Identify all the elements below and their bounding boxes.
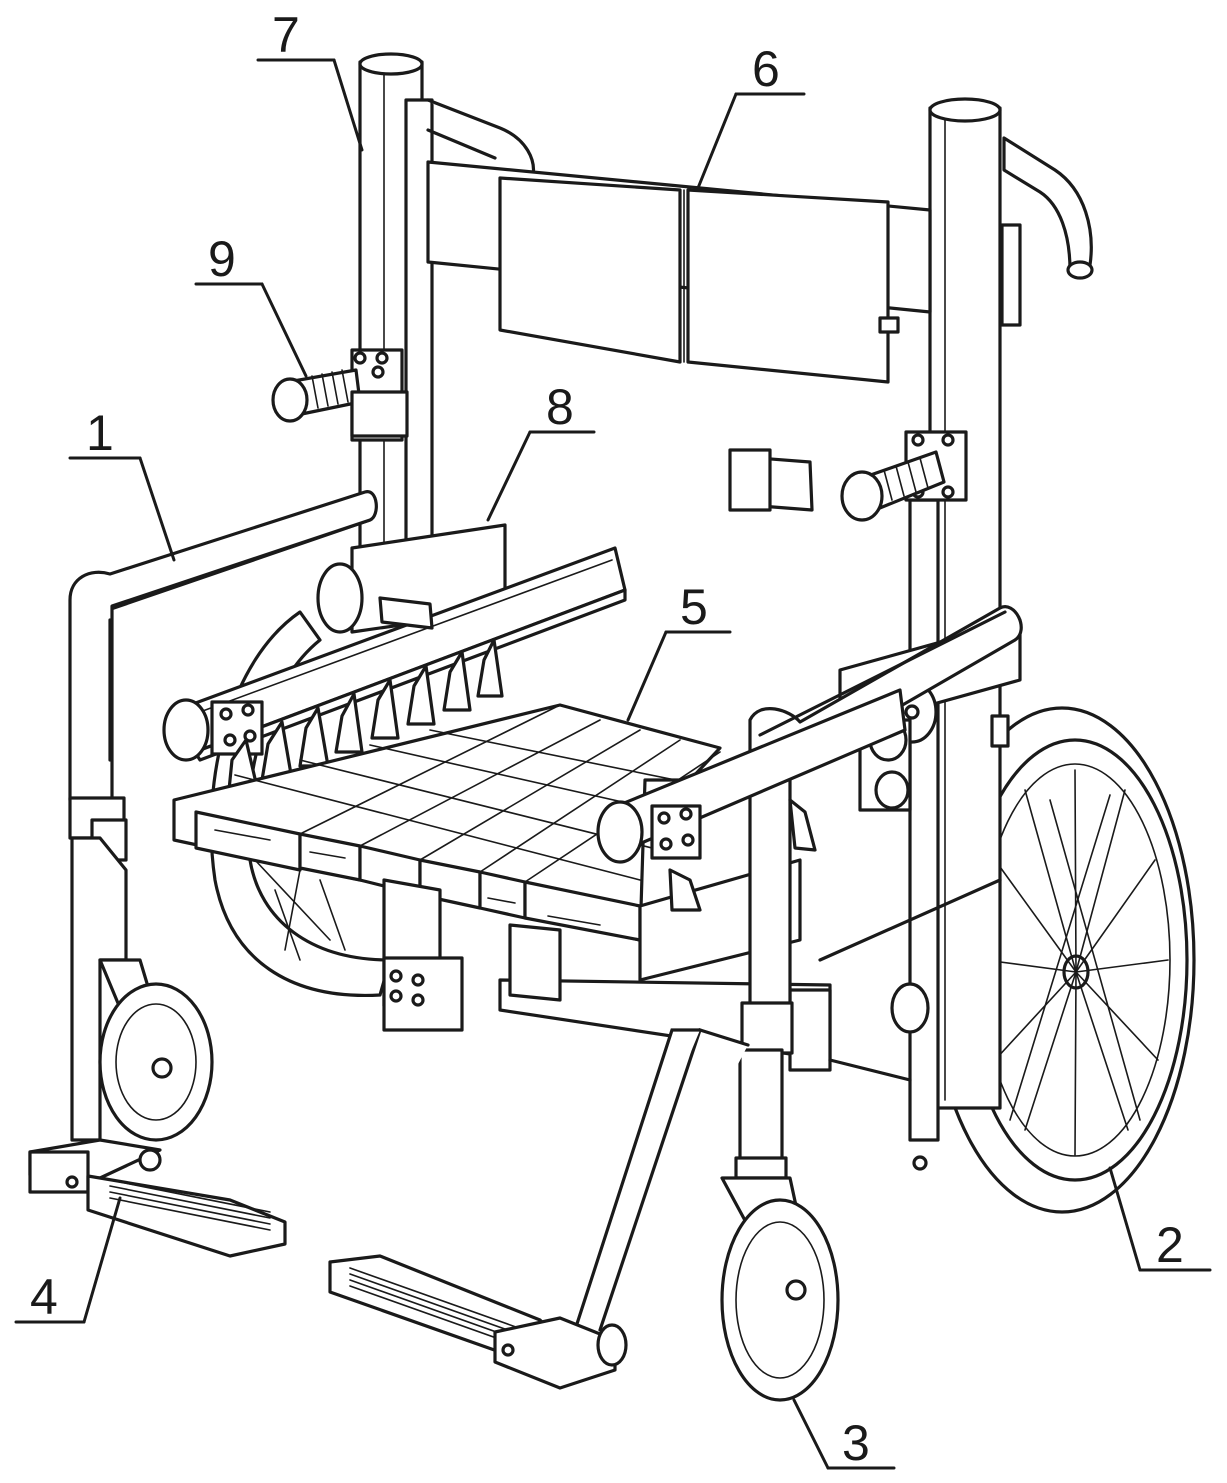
upper-left-grip: [271, 348, 409, 442]
left-front-leg: [70, 836, 214, 1142]
callout-8: 8: [546, 379, 574, 435]
upper-right-grip: [728, 430, 968, 522]
callout-9: 9: [208, 231, 236, 287]
leader-lines: [14, 58, 1212, 1470]
right-front-leg: [573, 1028, 840, 1402]
left-armrest: [68, 490, 378, 862]
right-armrest: [740, 605, 1023, 1055]
right-support-bar: [596, 688, 907, 912]
seat-column: [382, 878, 832, 1072]
callout-2: 2: [1156, 1217, 1184, 1273]
callout-1: 1: [86, 405, 114, 461]
support-arm: [162, 523, 627, 762]
right-footrest: [328, 1254, 628, 1390]
callout-7: 7: [272, 7, 300, 63]
push-handle-right: [1000, 136, 1094, 327]
callout-5: 5: [680, 579, 708, 635]
backrest: [426, 160, 932, 384]
callout-6: 6: [752, 41, 780, 97]
callout-labels: 7 6 9 8 1 5 2 4 3: [30, 7, 1184, 1471]
callout-4: 4: [30, 1269, 58, 1325]
right-rear-post: [908, 97, 1002, 1171]
left-rear-post: [358, 52, 434, 584]
callout-3: 3: [842, 1415, 870, 1471]
left-footrest: [28, 1138, 287, 1258]
